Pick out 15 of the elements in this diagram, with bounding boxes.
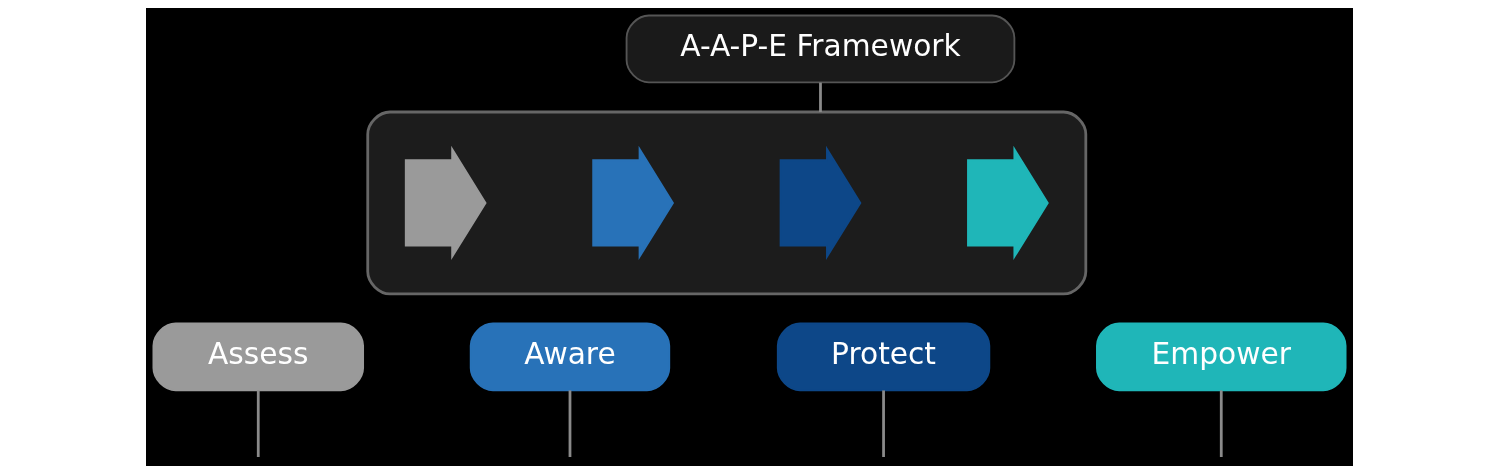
node-chevron — [591, 145, 674, 260]
node-box: A-A-P-E Framework — [625, 14, 1015, 84]
connector — [1219, 390, 1223, 457]
node-chevron — [404, 145, 487, 260]
connector — [818, 82, 822, 112]
connector — [568, 390, 571, 457]
node-box: Assess — [152, 322, 364, 392]
node-box: Protect — [776, 322, 990, 392]
node-box: Empower — [1095, 322, 1346, 392]
connector — [256, 390, 260, 457]
node-box: Aware — [469, 322, 670, 392]
cluster — [365, 110, 1087, 296]
node-chevron — [966, 145, 1049, 260]
node-chevron — [779, 145, 861, 260]
connector — [881, 390, 885, 457]
